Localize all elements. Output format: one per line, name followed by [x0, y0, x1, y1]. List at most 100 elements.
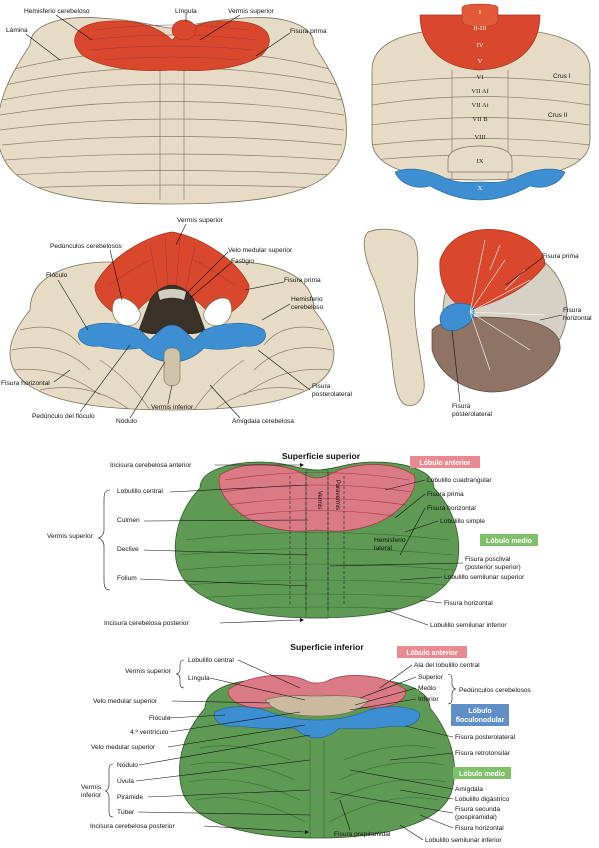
box-lobulo-anterior-i [397, 646, 467, 658]
panel-c-flocculus-band [78, 322, 266, 363]
label-nodulo-c: Nódulo [116, 418, 137, 425]
panel-b-anterior-lobe [419, 14, 541, 71]
label-ala-lobulillo-central: Ala del lobulillo central [414, 662, 480, 669]
panel-c-nodulo-vermis [163, 347, 181, 387]
inferior-flocculus-blue [214, 706, 420, 739]
label-lingula-i: Língula [188, 675, 210, 682]
label-posterior-superior: (posterior superior) [465, 564, 521, 571]
panel-d-flocculonodular [439, 302, 475, 331]
label-lobulo-floculonodular-1: Lóbulo [468, 708, 491, 715]
label-incisura-posterior-s: Incisura cerebelosa posterior [104, 620, 189, 627]
panel-superior: Superficie superior Vermis Paravermis He… [47, 451, 538, 629]
roman-VII-B: VII B [472, 116, 488, 123]
roman-I: I [479, 9, 481, 16]
panel-c-folia [11, 326, 333, 410]
panel-c-peduncle-left [112, 297, 141, 327]
label-culmen-s: Culmen [117, 517, 140, 524]
label-lobulo-anterior-s: Lóbulo anterior [419, 460, 471, 467]
label-fastigio: Fastigio [231, 258, 254, 265]
label-velo-medular-superior-c: Velo medular superior [228, 247, 293, 254]
panel-a-cerebellum-body [0, 17, 347, 205]
roman-VIII: VIII [474, 134, 485, 141]
roman-VI: VI [477, 74, 484, 81]
superior-folia [179, 472, 455, 611]
label-lobulillo-central-s: Lobulillo central [117, 488, 163, 495]
label-amigdala-cerebelosa-c: Amígdala cerebelosa [232, 418, 294, 425]
label-cuarto-ventriculo: 4.º ventrículo [130, 729, 169, 736]
label-fisura-horizontal-s-2: Fisura horizontal [444, 600, 493, 607]
roman-IX: IX [477, 158, 484, 165]
label-velo-medular-superior-i-2: Velo medular superior [91, 744, 156, 751]
label-nodulo-i: Nódulo [117, 762, 138, 769]
label-pedunculos-cerebelosos-i: Pedúnculos cerebelosos [459, 687, 532, 694]
superior-anterior-lobe-pink [218, 464, 416, 532]
panel-c: Vermis superior Pedúnculos cerebelosos V… [1, 217, 352, 425]
label-medio-i: Medio [418, 685, 436, 692]
label-hemisferio-c-2: cerebeloso [291, 304, 324, 311]
label-lobulillo-simple: Lobulillo simple [440, 518, 485, 525]
label-incisura-posterior-i: Incisura cerebelosa posterior [90, 823, 175, 830]
label-lobulo-medio-s: Lóbulo medio [486, 538, 532, 545]
label-fisura-prima-c: Fisura prima [284, 277, 321, 284]
panel-b-central-dome [461, 3, 499, 28]
label-lobulillo-semilunar-inferior-i: Lobulillo semilunar inferior [425, 837, 502, 844]
label-fisura-posterolateral-d-1: Fisura [452, 403, 471, 410]
label-fisura-posterolateral-d-2: posterolateral [452, 411, 492, 418]
label-velo-medular-superior-i: Velo medular superior [93, 698, 158, 705]
label-floculo-i: Flóculo [149, 715, 171, 722]
label-lobulillo-cuadrangular: Lobulillo cuadrangular [427, 477, 492, 484]
panel-b-tonsil-arc [447, 145, 513, 173]
superior-paravermis-vertical: Paravermis [334, 480, 340, 510]
label-fisura-secunda: Fisura secunda [455, 806, 500, 813]
panel-d: Fisura prima Fisura horizontal Fisura po… [363, 228, 592, 418]
label-lobulo-floculonodular-2: floculonodular [456, 717, 505, 724]
panel-a: Hemisferio cerebeloso Lámina Língula Ver… [0, 8, 347, 205]
label-lingula: Língula [175, 8, 197, 15]
label-vermis-inferior-i-2: inferior [81, 792, 102, 799]
panel-inferior: Superficie inferior Vermis superior Lobu… [81, 642, 532, 844]
box-lobulo-medio-i [453, 767, 511, 779]
label-pedunculos-cerebelosos-c: Pedúnculos cerebelosos [50, 243, 123, 250]
panel-b: I II-III IV V VI VII Af VII At VII B VII… [371, 3, 591, 201]
roman-V: V [478, 58, 483, 65]
label-lamina: Lámina [6, 27, 28, 34]
box-lobulo-medio-s [480, 534, 538, 546]
label-fisura-posclival: Fisura posclival [465, 556, 511, 563]
label-superior-i: Superior [418, 674, 444, 681]
label-fisura-posterolateral-c-1: Fisura [312, 383, 331, 390]
box-lobulo-floculonodular [451, 704, 509, 726]
label-incisura-anterior: Incisura cerebelosa anterior [110, 462, 192, 469]
label-fisura-horizontal-c: Fisura horizontal [1, 380, 50, 387]
panel-b-roman-labels: I II-III IV V VI VII Af VII At VII B VII… [471, 9, 489, 192]
label-vermis-superior-a: Vermis superior [228, 8, 275, 15]
panel-b-flocculonodular [394, 168, 566, 201]
label-amigdala-i: Amígdala [455, 786, 483, 793]
label-vermis-superior-i: Vermis superior [125, 668, 172, 675]
panel-d-arbor-vitae [469, 239, 546, 371]
superior-hemisferio-2: lateral [374, 545, 392, 552]
panel-d-anterior-lobe [439, 229, 546, 311]
label-folium-s: Folium [117, 575, 137, 582]
label-hemisferio-cerebeloso: Hemisferio cerebeloso [24, 8, 90, 15]
label-fisura-posterolateral-c-2: posterolateral [312, 391, 352, 398]
panel-c-red-folds [109, 237, 235, 291]
label-lobulillo-digastrico: Lobulillo digástrico [455, 796, 510, 803]
roman-VII-At: VII At [471, 102, 488, 109]
label-fisura-prima-a: Fisura prima [290, 28, 327, 35]
panel-a-lingula-shape [171, 19, 197, 41]
label-tuber-i: Túber [117, 809, 135, 816]
label-fisura-horizontal-i: Fisura horizontal [455, 825, 504, 832]
label-fisura-prima-s: Fisura prima [427, 491, 464, 498]
label-hemisferio-c-1: Hemisferio [291, 296, 323, 303]
label-lobulillo-central-i: Lobulillo central [188, 657, 234, 664]
roman-IV: IV [477, 42, 484, 49]
label-fisura-horizontal-s: Fisura horizontal [427, 505, 476, 512]
superior-hemisferio-1: Hemisferio [374, 537, 406, 544]
panel-c-velo-medular-superior [158, 289, 186, 300]
label-uvula-i: Úvula [117, 776, 134, 785]
label-declive-s: Declive [117, 546, 139, 553]
inferior-folia [187, 740, 447, 838]
label-lobulo-medio-i: Lóbulo medio [459, 771, 505, 778]
label-fisura-horizontal-d-1: Fisura [563, 307, 582, 314]
